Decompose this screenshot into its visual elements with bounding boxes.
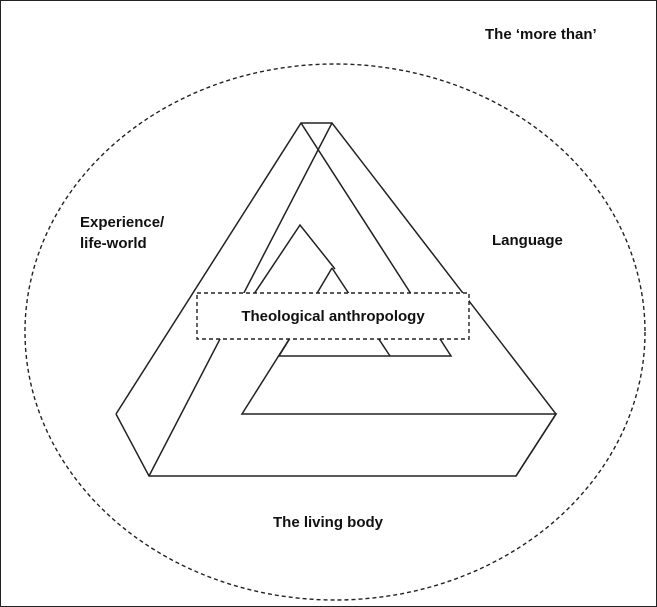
right-label-language: Language — [492, 232, 563, 249]
left-label-experience: Experience/ life-world — [80, 212, 164, 254]
outer-label-more-than: The ‘more than’ — [485, 26, 597, 43]
center-label-theological-anthropology: Theological anthropology — [241, 307, 425, 325]
bottom-label-living-body: The living body — [273, 514, 384, 531]
center-label-dashed-box — [196, 292, 470, 340]
left-label-line1: Experience/ — [80, 214, 165, 231]
outer-dashed-circle — [24, 63, 646, 601]
left-label-line2: life-world — [80, 235, 147, 252]
